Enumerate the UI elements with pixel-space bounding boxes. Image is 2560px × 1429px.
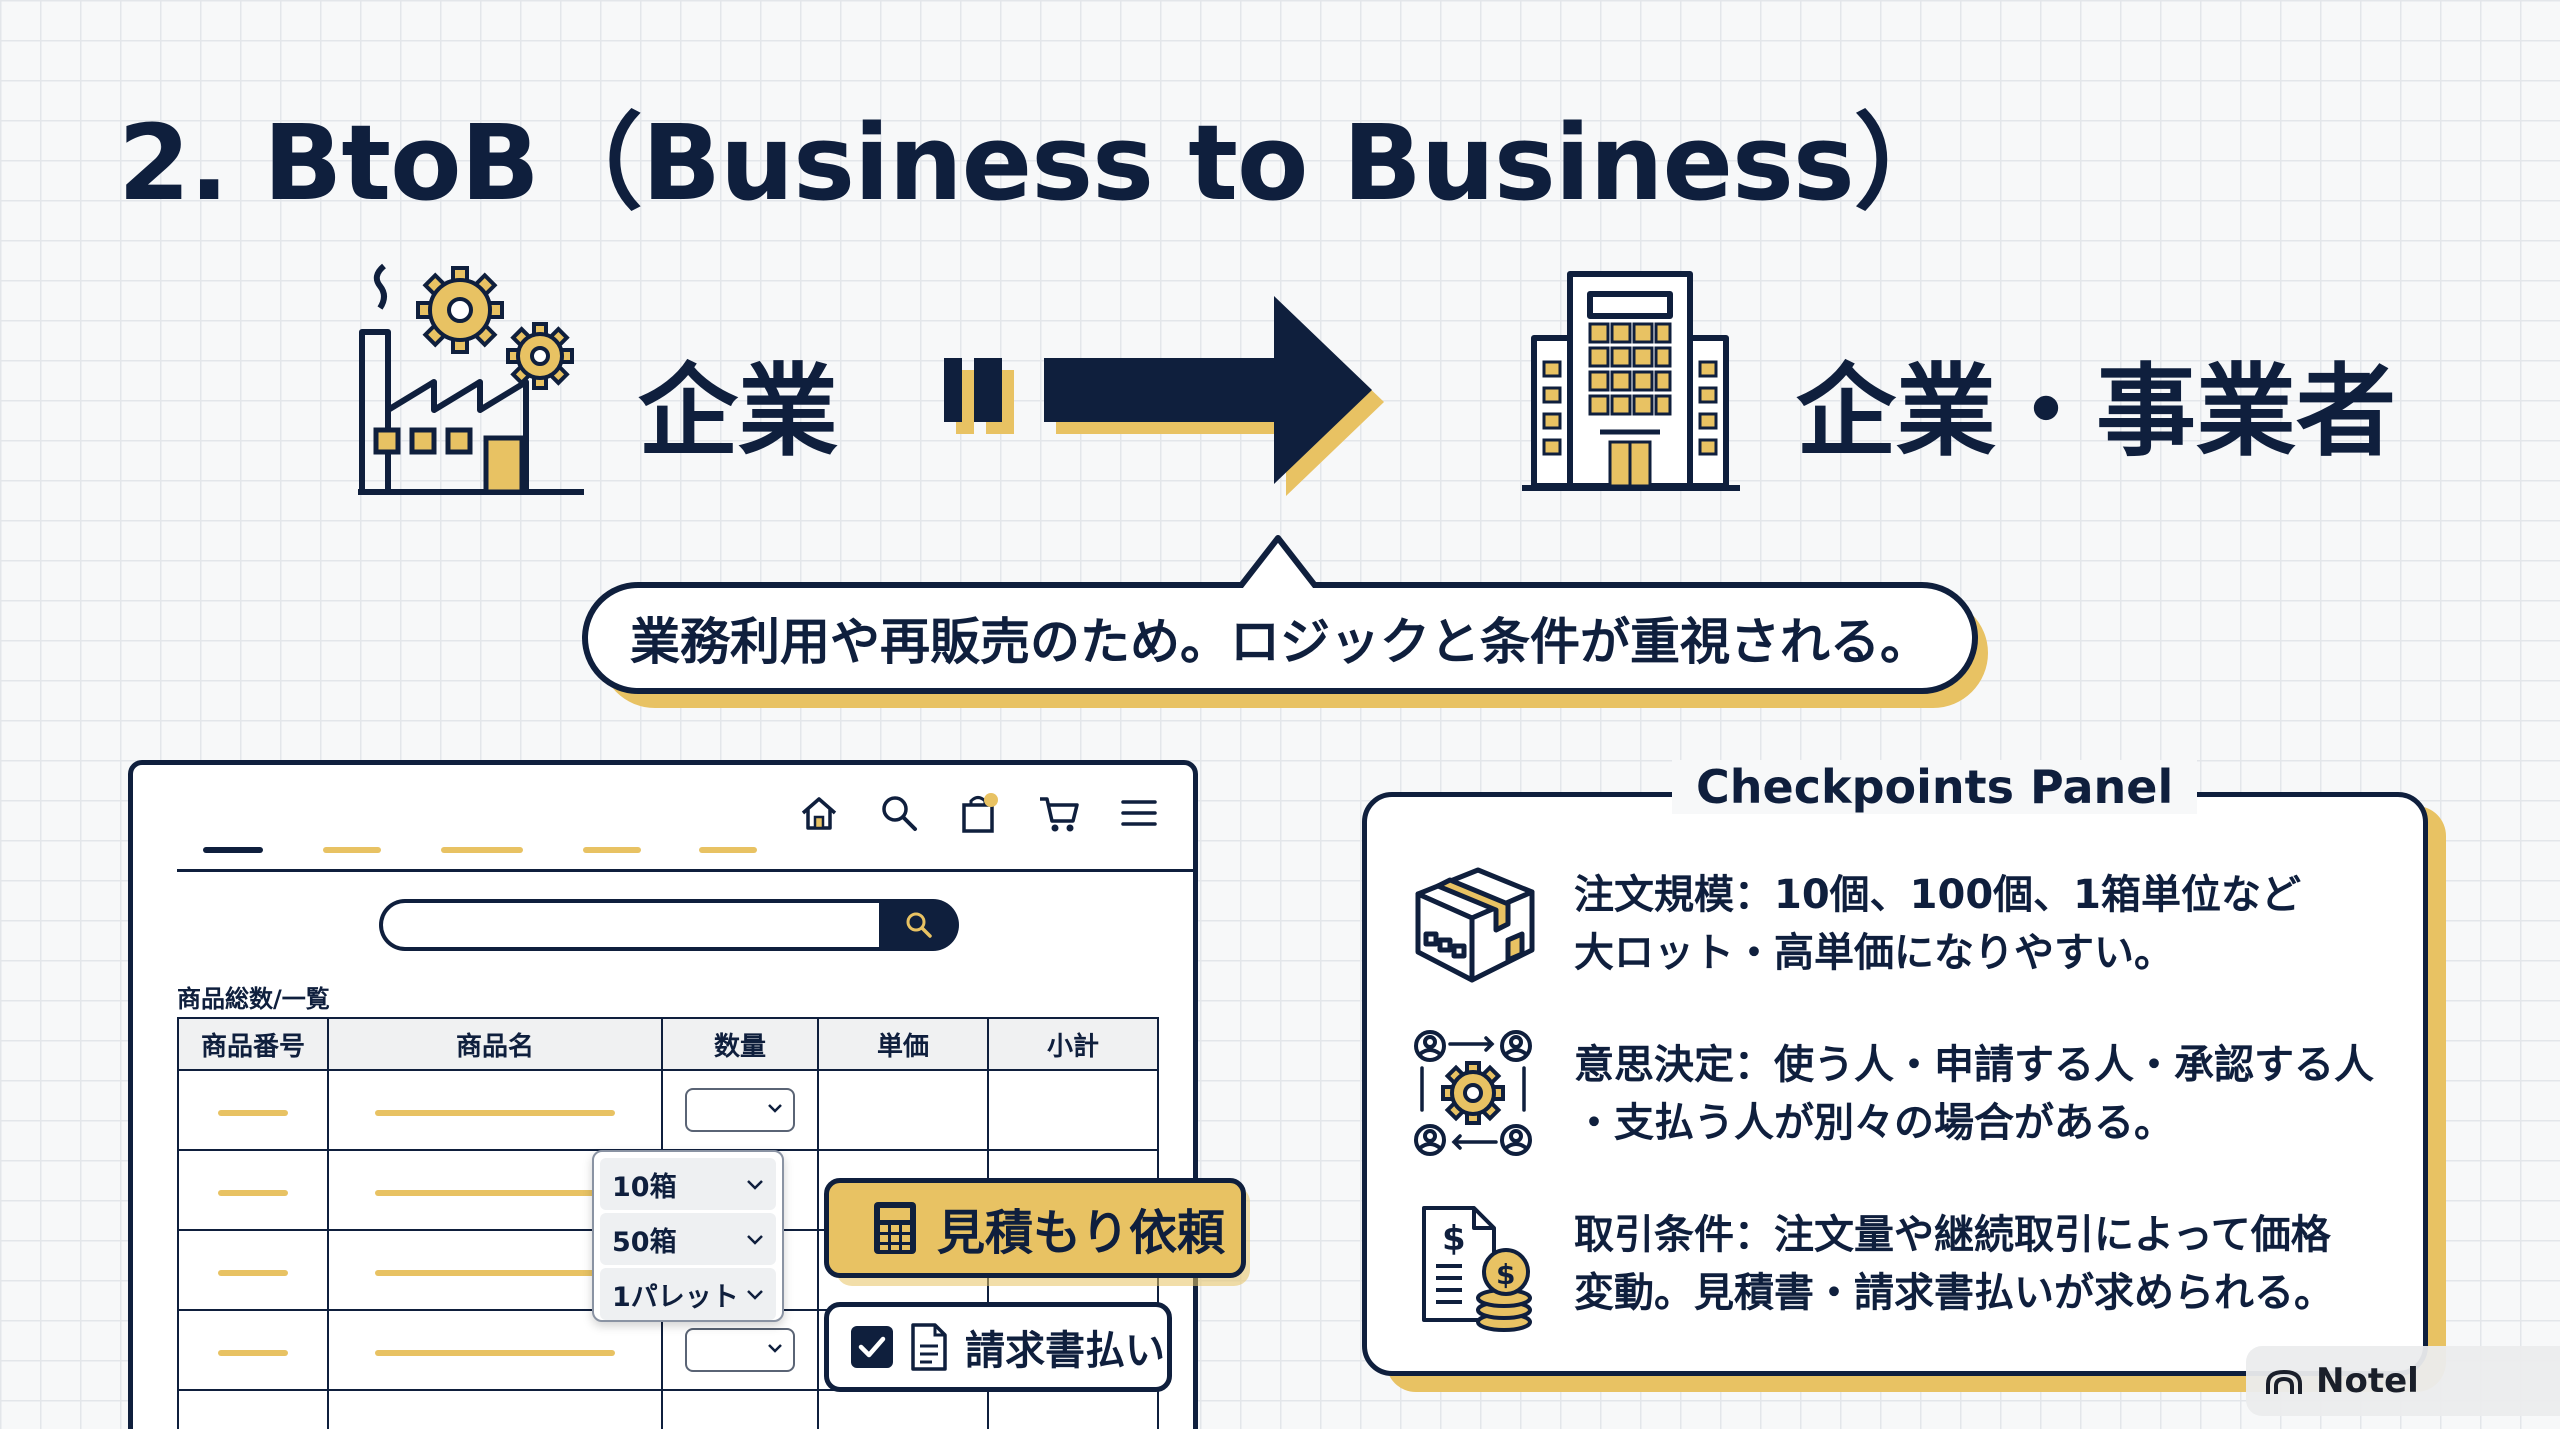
- checkpoint-text: 注文規模：10個、100個、1箱単位など 大ロット・高単価になりやすい。: [1574, 866, 2301, 982]
- table-row: [177, 1069, 1159, 1151]
- quantity-dropdown[interactable]: 10箱 50箱 1パレット: [592, 1150, 784, 1322]
- sender-label: 企業: [638, 353, 838, 470]
- checkpoint-line: 意思決定：使う人・申請する人・承認する人: [1574, 1042, 2374, 1088]
- text-placeholder: [375, 1109, 615, 1116]
- arrow-right-icon: [944, 296, 1384, 496]
- table-cell: [817, 1389, 989, 1429]
- column-header: 小計: [987, 1017, 1159, 1071]
- table-header-row: 商品番号 商品名 数量 単価 小計: [177, 1017, 1159, 1071]
- invoice-checkbox[interactable]: [851, 1326, 893, 1368]
- people-gear-icon: [1414, 1030, 1532, 1156]
- speech-bubble: 業務利用や再販売のため。ロジックと条件が重視される。: [582, 582, 1978, 694]
- table-cell: [327, 1309, 663, 1391]
- search-input[interactable]: [379, 899, 889, 951]
- search-icon[interactable]: [877, 791, 921, 835]
- text-placeholder: [218, 1189, 288, 1196]
- table-cell: [987, 1069, 1159, 1151]
- text-placeholder: [375, 1189, 615, 1196]
- invoice-payment-option[interactable]: 請求書払い: [824, 1302, 1172, 1392]
- chevron-down-icon: [747, 1180, 763, 1190]
- dropdown-option[interactable]: 10箱: [600, 1158, 776, 1210]
- menu-icon[interactable]: [1117, 791, 1161, 835]
- calculator-icon: [874, 1202, 916, 1254]
- panel-title: Checkpoints Panel: [1672, 760, 2198, 814]
- table-cell: [177, 1389, 329, 1429]
- invoice-option-label: 請求書払い: [965, 1328, 1165, 1374]
- factory-icon: [358, 263, 584, 495]
- table-cell: [661, 1309, 819, 1391]
- list-heading: 商品総数/一覧: [177, 985, 330, 1013]
- dropdown-option[interactable]: 50箱: [600, 1213, 776, 1265]
- home-icon[interactable]: [797, 791, 841, 835]
- watermark-text: Notel: [2316, 1361, 2419, 1401]
- notebook-watermark: Notel: [2246, 1346, 2560, 1416]
- table-cell: [177, 1229, 329, 1311]
- checkpoint-text: 意思決定：使う人・申請する人・承認する人 ・支払う人が別々の場合がある。: [1574, 1036, 2374, 1152]
- cart-icon[interactable]: [1037, 791, 1081, 835]
- quote-button-label: 見積もり依頼: [937, 1205, 1226, 1261]
- table-cell: [327, 1389, 663, 1429]
- checkpoint-line: 大ロット・高単価になりやすい。: [1574, 930, 2174, 976]
- chevron-down-icon: [747, 1235, 763, 1245]
- checkpoint-text: 取引条件：注文量や継続取引によって価格 変動。見積書・請求書払いが求められる。: [1574, 1206, 2334, 1322]
- search-button[interactable]: [879, 899, 959, 951]
- receiver-label: 企業・事業者: [1796, 353, 2396, 470]
- table-cell: [327, 1069, 663, 1151]
- option-label: 1パレット: [612, 1281, 739, 1313]
- chevron-down-icon: [747, 1290, 763, 1300]
- notebooklm-logo-icon: [2266, 1369, 2302, 1394]
- column-header: 単価: [817, 1017, 989, 1071]
- table-cell: [661, 1069, 819, 1151]
- tab-placeholder[interactable]: [323, 847, 381, 853]
- quantity-select[interactable]: [685, 1088, 795, 1132]
- table-cell: [987, 1389, 1159, 1429]
- svg-text:$: $: [1496, 1258, 1515, 1291]
- box-icon: [1415, 867, 1535, 983]
- checkmark-icon: [858, 1336, 886, 1358]
- option-label: 10箱: [612, 1171, 677, 1203]
- page-title: 2. BtoB（Business to Business）: [118, 102, 1958, 224]
- text-placeholder: [218, 1269, 288, 1276]
- bubble-tail: [1230, 535, 1326, 594]
- chevron-down-icon: [768, 1344, 782, 1353]
- nav-divider: [177, 869, 1193, 872]
- text-placeholder: [375, 1349, 615, 1356]
- checkpoints-panel: [1362, 792, 2428, 1376]
- bubble-text: 業務利用や再販売のため。ロジックと条件が重視される。: [630, 613, 1930, 671]
- quantity-select[interactable]: [685, 1328, 795, 1372]
- checkpoint-line: 取引条件：注文量や継続取引によって価格: [1574, 1212, 2331, 1258]
- dropdown-option[interactable]: 1パレット: [600, 1268, 776, 1320]
- quote-request-button[interactable]: 見積もり依頼: [824, 1178, 1246, 1278]
- checkpoint-line: 変動。見積書・請求書払いが求められる。: [1574, 1270, 2334, 1316]
- search-icon: [906, 912, 932, 938]
- invoice-coins-icon: $ $: [1422, 1206, 1532, 1332]
- text-placeholder: [218, 1109, 288, 1116]
- checkpoint-line: ・支払う人が別々の場合がある。: [1574, 1100, 2174, 1146]
- tab-placeholder[interactable]: [699, 847, 757, 853]
- table-cell: [177, 1309, 329, 1391]
- table-cell: [177, 1149, 329, 1231]
- tab-placeholder[interactable]: [583, 847, 641, 853]
- column-header: 商品番号: [177, 1017, 329, 1071]
- tab-placeholder[interactable]: [441, 847, 523, 853]
- table-cell: [177, 1069, 329, 1151]
- table-cell: [817, 1069, 989, 1151]
- column-header: 数量: [661, 1017, 819, 1071]
- option-label: 50箱: [612, 1226, 677, 1258]
- svg-text:$: $: [1442, 1219, 1466, 1259]
- text-placeholder: [218, 1349, 288, 1356]
- checkpoint-line: 注文規模：10個、100個、1箱単位など: [1574, 872, 2301, 918]
- table-row: [177, 1389, 1159, 1429]
- office-building-icon: [1522, 271, 1740, 491]
- table-cell: [661, 1389, 819, 1429]
- document-icon: [911, 1323, 947, 1371]
- chevron-down-icon: [768, 1104, 782, 1113]
- column-header: 商品名: [327, 1017, 663, 1071]
- tab-active[interactable]: [203, 847, 263, 853]
- text-placeholder: [375, 1269, 615, 1276]
- bag-icon[interactable]: [957, 791, 1001, 835]
